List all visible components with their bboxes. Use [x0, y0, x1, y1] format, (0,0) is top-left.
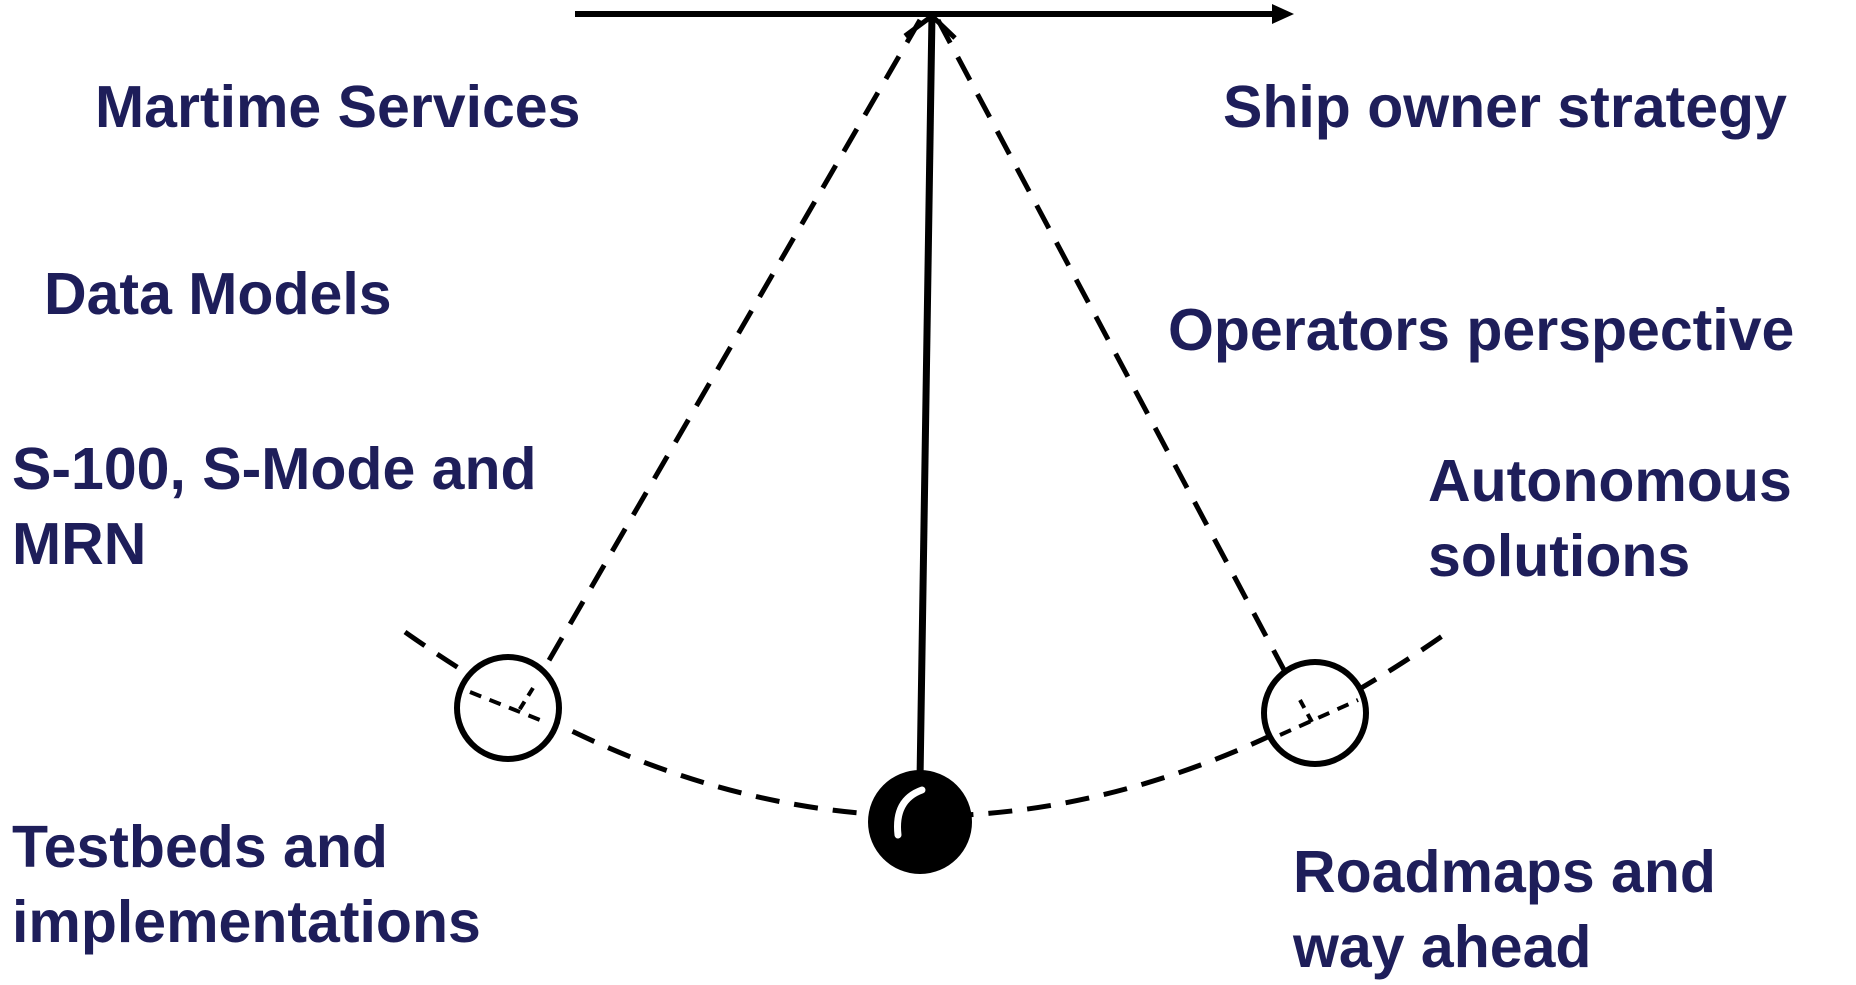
label-roadmaps: Roadmaps and way ahead — [1293, 835, 1716, 985]
label-ship-owner-text: Ship owner strategy — [1223, 70, 1787, 145]
label-s100-line1: S-100, S-Mode and — [12, 432, 537, 507]
label-data-models-text: Data Models — [44, 257, 392, 332]
label-ship-owner-strategy: Ship owner strategy — [1223, 70, 1787, 145]
label-autonomous-solutions: Autonomous solutions — [1428, 444, 1792, 594]
label-roadmaps-line2: way ahead — [1293, 910, 1716, 985]
label-maritime-services-text: Martime Services — [95, 70, 580, 145]
label-testbeds-line2: implementations — [12, 885, 481, 960]
label-operators-text: Operators perspective — [1168, 293, 1794, 368]
center-string — [920, 14, 932, 780]
label-autonomous-line2: solutions — [1428, 519, 1792, 594]
label-testbeds: Testbeds and implementations — [12, 810, 481, 960]
label-operators-perspective: Operators perspective — [1168, 293, 1794, 368]
label-autonomous-line1: Autonomous — [1428, 444, 1792, 519]
label-data-models: Data Models — [44, 257, 392, 332]
label-s100-line2: MRN — [12, 507, 537, 582]
suspension-bar-arrowhead — [1272, 4, 1294, 24]
label-s100-smode-mrn: S-100, S-Mode and MRN — [12, 432, 537, 582]
label-testbeds-line1: Testbeds and — [12, 810, 481, 885]
left-bob — [457, 657, 559, 759]
left-string — [533, 20, 920, 688]
label-maritime-services: Martime Services — [95, 70, 580, 145]
center-bob — [868, 770, 972, 874]
right-bob — [1264, 662, 1366, 764]
label-roadmaps-line1: Roadmaps and — [1293, 835, 1716, 910]
